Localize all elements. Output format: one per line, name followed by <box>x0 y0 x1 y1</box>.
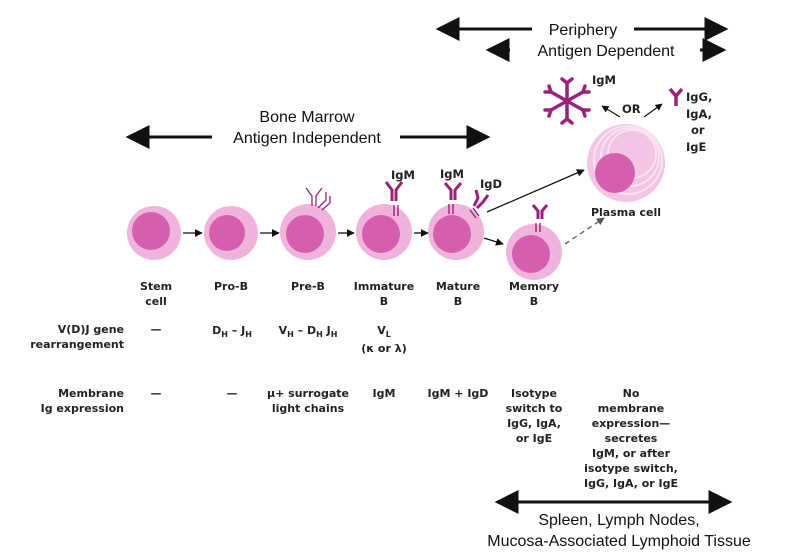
mature-b-cell <box>428 204 484 260</box>
stage-label-memory-2: B <box>530 295 538 308</box>
membrane-preb-2: light chains <box>272 402 345 415</box>
vdj-row: V(D)J gene rearrangement — DH – JH VH – … <box>30 323 407 355</box>
mature-igd-receptor-icon <box>469 189 490 219</box>
stage-label-immature-2: B <box>380 295 388 308</box>
membrane-preb-1: μ+ surrogate <box>267 387 349 400</box>
membrane-plasma-line: expression— <box>592 417 671 430</box>
stage-label-stem-2: cell <box>145 295 167 308</box>
bone-marrow-region: Bone Marrow Antigen Independent <box>125 109 491 149</box>
membrane-memory-line: or IgE <box>516 432 552 445</box>
membrane-row-header-2: Ig expression <box>41 402 124 415</box>
igm-pentamer-icon <box>543 77 591 125</box>
membrane-plasma-line: IgM, or after <box>592 447 671 460</box>
immature-b-cell <box>356 204 412 260</box>
pro-b-cell <box>204 206 258 260</box>
plasma-cell-label: Plasma cell <box>591 206 661 219</box>
membrane-row-header-1: Membrane <box>58 387 124 400</box>
stage-label-mature-1: Mature <box>436 280 480 293</box>
ige-label: IgE <box>686 140 707 154</box>
stage-labels: Stem cell Pro-B Pre-B Immature B Mature … <box>140 280 559 308</box>
peripheral-tissues-region: Spleen, Lymph Nodes, Mucosa-Associated L… <box>487 490 751 550</box>
memory-b-cell <box>506 224 562 280</box>
membrane-memory-line: Isotype <box>511 387 557 400</box>
or2-label: or <box>691 123 705 137</box>
membrane-stem: — <box>151 387 162 400</box>
vdj-row-header-1: V(D)J gene <box>58 323 124 336</box>
membrane-memory: Isotype switch to IgG, IgA, or IgE <box>506 387 563 445</box>
progression-arrows <box>183 103 663 246</box>
igg-label: IgG, <box>686 90 712 104</box>
stage-label-memory-1: Memory <box>509 280 559 293</box>
membrane-prob: — <box>227 387 238 400</box>
vdj-preb: VH – DH JH <box>279 324 338 339</box>
vdj-prob: DH – JH <box>212 324 252 339</box>
or-label: OR <box>622 102 641 116</box>
mature-igm-receptor-icon <box>443 182 463 214</box>
membrane-ig-row: Membrane Ig expression — — μ+ surrogate … <box>41 387 678 490</box>
antigen-dependent-region: Antigen Dependent <box>485 38 727 62</box>
stage-label-prob: Pro-B <box>214 280 248 293</box>
mature-igd-label: IgD <box>480 177 502 191</box>
plasma-cell <box>587 124 665 202</box>
antigen-independent-label: Antigen Independent <box>233 130 381 147</box>
membrane-memory-line: switch to <box>506 402 563 415</box>
tissues-label-1: Spleen, Lymph Nodes, <box>538 512 699 529</box>
vdj-stem: — <box>151 323 162 336</box>
immature-igm-receptor-icon <box>384 181 404 216</box>
pre-b-cell <box>280 204 336 260</box>
vdj-row-header-2: rearrangement <box>30 338 124 351</box>
stage-label-mature-2: B <box>454 295 462 308</box>
iga-label: IgA, <box>686 107 712 121</box>
stage-label-preb: Pre-B <box>291 280 325 293</box>
memory-receptor-icon <box>531 204 549 232</box>
membrane-memory-line: IgG, IgA, <box>507 417 561 430</box>
periphery-region: Periphery <box>435 16 729 41</box>
vdj-immature: VL <box>377 324 391 339</box>
membrane-plasma-line: secretes <box>605 432 658 445</box>
membrane-plasma-line: membrane <box>598 402 664 415</box>
tissues-label-2: Mucosa-Associated Lymphoid Tissue <box>487 533 751 550</box>
mature-igm-label: IgM <box>440 167 464 181</box>
membrane-plasma-line: IgG, IgA, or IgE <box>584 477 678 490</box>
stage-label-immature-1: Immature <box>354 280 414 293</box>
periphery-label: Periphery <box>549 22 617 39</box>
membrane-plasma-line: No <box>623 387 640 400</box>
stage-label-stem-1: Stem <box>140 280 172 293</box>
membrane-immature: IgM <box>373 387 396 400</box>
membrane-plasma-line: isotype switch, <box>584 462 678 475</box>
secreted-igg-icon <box>668 87 684 106</box>
stem-cell <box>127 206 181 260</box>
surrogate-receptor-icon <box>305 187 331 211</box>
immature-igm-label: IgM <box>391 168 415 182</box>
membrane-mature: IgM + IgD <box>428 387 489 400</box>
antigen-dependent-label: Antigen Dependent <box>538 43 676 60</box>
bone-marrow-label: Bone Marrow <box>259 109 355 126</box>
membrane-plasma: No membrane expression— secretes IgM, or… <box>584 387 678 490</box>
plasma-igm-label: IgM <box>592 73 616 87</box>
vdj-immature-light-chain: (κ or λ) <box>361 342 406 355</box>
